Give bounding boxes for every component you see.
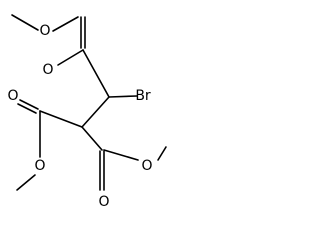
atom-o-left-methyl: O (34, 158, 45, 174)
bond-carbonyl-chbr (82, 49, 110, 98)
bond-right-carbonyl-ester-o (103, 149, 139, 161)
atom-bromine: Br (135, 88, 151, 104)
atom-o-left-carbonyl: O (7, 88, 18, 104)
bond-right-o-methyl (157, 146, 167, 161)
bond-ch-right-carbonyl (81, 126, 103, 151)
atom-o-right-methyl: O (141, 158, 152, 174)
bond-methyl-o-top (11, 14, 39, 31)
atom-o-right-carbonyl: O (98, 194, 109, 210)
bond-chbr-ch (81, 96, 110, 128)
bond-carbonyl-o-top (57, 49, 84, 66)
atom-o-top-carbonyl: O (42, 62, 53, 78)
atom-labels: O O Br O O O O (7, 23, 152, 210)
atom-o-top-methyl: O (39, 23, 50, 39)
bond-c-br (108, 95, 138, 98)
bond-left-carbonyl-o-b (17, 103, 37, 114)
bond-left-carbonyl-o-a (19, 99, 39, 110)
bond-left-o-methyl (16, 174, 36, 191)
molecule-structure: O O Br O O O O (7, 14, 167, 210)
bond-o-c-top (52, 16, 79, 32)
bond-lines (11, 14, 167, 191)
bond-ch-left-carbonyl (39, 110, 83, 128)
